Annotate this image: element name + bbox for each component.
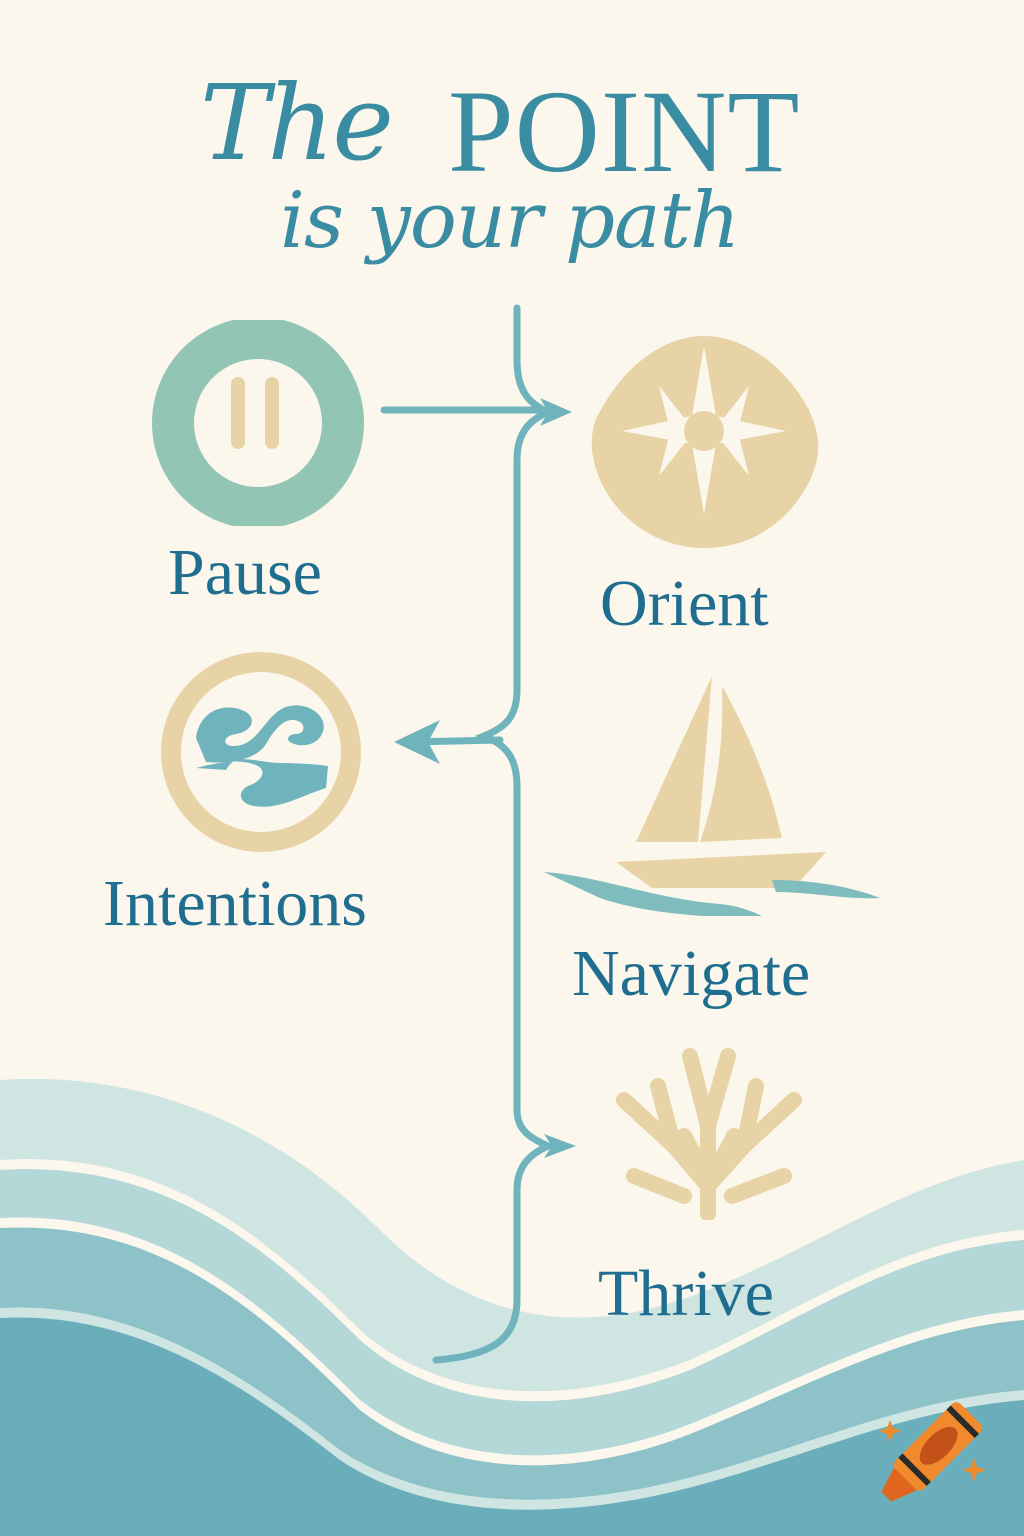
intertwined-waves-icon — [161, 652, 361, 852]
title-script-word: The — [200, 62, 394, 184]
step-label-orient: Orient — [600, 567, 769, 640]
coral-icon — [616, 1048, 802, 1220]
sailboat-icon — [544, 676, 880, 916]
step-label-pause: Pause — [168, 536, 322, 609]
title-caps-word: POINT — [448, 66, 801, 197]
compass-star-icon — [591, 336, 819, 548]
subtitle: is your path — [280, 176, 740, 266]
step-label-intentions: Intentions — [103, 867, 367, 940]
crayon-icon — [879, 1402, 986, 1502]
step-label-navigate: Navigate — [572, 937, 811, 1010]
step-label-thrive: Thrive — [598, 1257, 774, 1330]
pause-icon — [152, 320, 364, 526]
